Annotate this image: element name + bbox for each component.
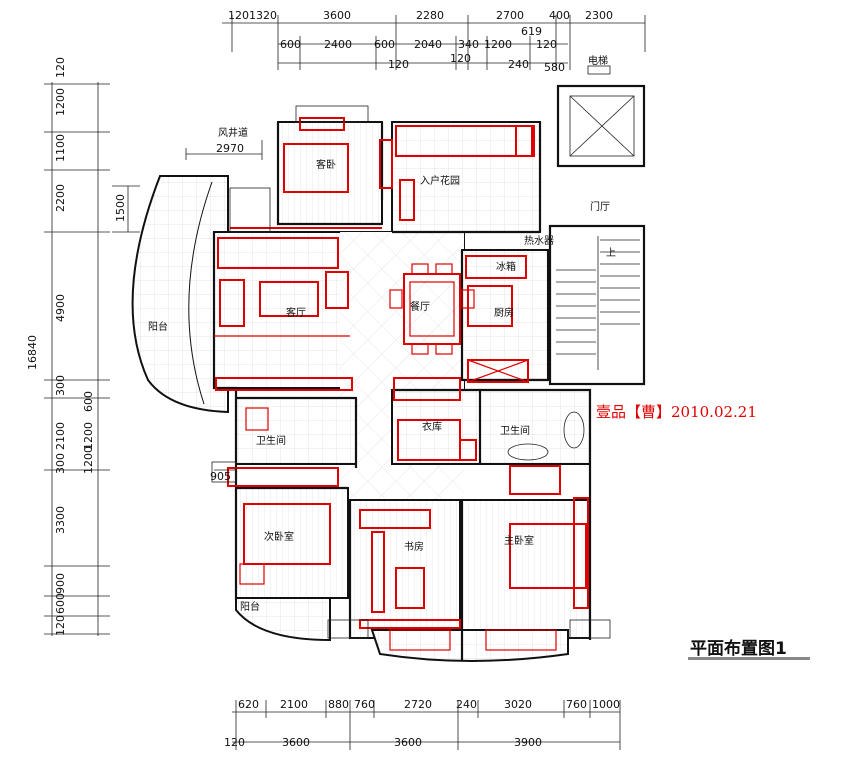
room-label-entry-garden: 入户花园 [420, 174, 460, 187]
dim-label: 3600 [282, 736, 310, 749]
title-underline [688, 657, 810, 660]
top-dim-row1: 120 1320 3600 2280 2700 400 2300 [228, 9, 613, 22]
room-label-foyer: 门厅 [590, 200, 610, 213]
dim-label: 3020 [504, 698, 532, 711]
dim-label: 2720 [404, 698, 432, 711]
dim-label: 580 [544, 61, 565, 74]
dim-label: 1000 [592, 698, 620, 711]
dim-label: 600 [54, 593, 67, 614]
dim-label: 2100 [54, 422, 67, 450]
dim-label: 2040 [414, 38, 442, 51]
dim-label: 760 [354, 698, 375, 711]
bottom-dim-row1: 620 2100 880 760 2720 240 3020 760 1000 [238, 698, 620, 711]
dim-label: 600 [374, 38, 395, 51]
dim-label: 620 [238, 698, 259, 711]
bottom-dim-row2: 120 3600 3600 3900 [224, 736, 542, 749]
room-labels: 客卧 入户花园 门厅 阳台 客厅 餐厅 厨房 冰箱 热水器 卫生间 衣库 卫生间… [148, 158, 610, 613]
dim-label: 120 [54, 57, 67, 78]
room-label-second-bedroom: 次卧室 [264, 530, 294, 543]
room-label-study: 书房 [404, 540, 424, 553]
dining-table-set [389, 263, 475, 355]
dim-label: 1500 [114, 194, 127, 222]
dim-label: 1200 [484, 38, 512, 51]
elevator-label: 电梯 [588, 54, 608, 67]
drawing-title: 平面布置图1 [690, 639, 787, 659]
window-lines [211, 105, 611, 639]
room-label-bathroom-1: 卫生间 [256, 434, 286, 447]
dim-label: 300 [54, 375, 67, 396]
dim-label: 3300 [54, 506, 67, 534]
designer-stamp: 壹品【曹】2010.02.21 [596, 403, 757, 421]
dim-label: 2100 [280, 698, 308, 711]
room-label-cloakroom: 衣库 [422, 420, 442, 433]
dim-label: 120 [228, 9, 249, 22]
room-label-balcony-west: 阳台 [148, 320, 168, 333]
stair-core [548, 224, 646, 386]
dim-label: 600 [280, 38, 301, 51]
dim-label: 340 [458, 38, 479, 51]
west-balcony [131, 175, 229, 414]
dim-label: 300 [54, 453, 67, 474]
interior-walls [212, 122, 592, 660]
bathroom-fixtures [227, 377, 585, 495]
dim-label: 4900 [54, 294, 67, 322]
dim-label: 880 [328, 698, 349, 711]
dim-label: 2300 [585, 9, 613, 22]
room-label-dining-room: 餐厅 [410, 300, 430, 313]
dim-label: 1320 [249, 9, 277, 22]
top-dim-row3: 120 120 240 580 [388, 52, 565, 74]
room-label-kitchen: 厨房 [494, 306, 514, 319]
dim-total-label: 16840 [26, 335, 39, 370]
dim-label: 2200 [54, 184, 67, 212]
dim-label: 1200 [82, 422, 95, 450]
dim-label: 1100 [54, 134, 67, 162]
dim-label: 760 [566, 698, 587, 711]
room-label-master-bedroom: 主卧室 [504, 534, 534, 547]
guest-bedroom-furniture [230, 117, 382, 229]
dim-label: 619 [521, 25, 542, 38]
dim-label: 2280 [416, 9, 444, 22]
room-label-guest-bedroom: 客卧 [316, 158, 336, 171]
dim-label: 900 [54, 573, 67, 594]
entry-garden-furniture [379, 125, 535, 221]
top-dimension-lines [222, 15, 646, 70]
dim-label: 240 [456, 698, 477, 711]
dim-905-label: 905 [210, 470, 231, 483]
room-label-water-heater: 热水器 [524, 234, 554, 247]
room-label-bathroom-2: 卫生间 [500, 424, 530, 437]
dim-label: 1200 [82, 446, 95, 474]
dim-label: 2400 [324, 38, 352, 51]
dim-label: 600 [82, 391, 95, 412]
balcony-dim-label: 2970 [216, 142, 244, 155]
room-label-balcony-south: 阳台 [240, 600, 260, 613]
left-dim-labels: 120 1200 1100 2200 1500 4900 300 2100 60… [26, 57, 127, 636]
dim-label: 3600 [394, 736, 422, 749]
left-dimension-lines [44, 82, 140, 636]
dim-label: 120 [450, 52, 471, 65]
dim-label: 1200 [54, 88, 67, 116]
dim-label: 3900 [514, 736, 542, 749]
living-room-furniture [214, 237, 353, 391]
kitchen-cabinets [465, 255, 529, 383]
dim-label: 3600 [323, 9, 351, 22]
dim-label: 2700 [496, 9, 524, 22]
dim-label: 400 [549, 9, 570, 22]
dim-label: 120 [54, 615, 67, 636]
room-label-living-room: 客厅 [286, 306, 306, 319]
elevator-core [556, 65, 646, 168]
dim-label: 120 [388, 58, 409, 71]
dim-label: 120 [536, 38, 557, 51]
side-note-label: 风井道 [218, 126, 248, 139]
stair-up-label: 上 [606, 247, 616, 259]
room-label-fridge: 冰箱 [496, 260, 516, 273]
dim-label: 120 [224, 736, 245, 749]
bottom-dimension-lines [232, 700, 621, 750]
dim-label: 240 [508, 58, 529, 71]
top-dim-row2: 600 2400 600 2040 340 1200 619 120 [280, 25, 557, 51]
bedroom-furniture [239, 497, 589, 651]
